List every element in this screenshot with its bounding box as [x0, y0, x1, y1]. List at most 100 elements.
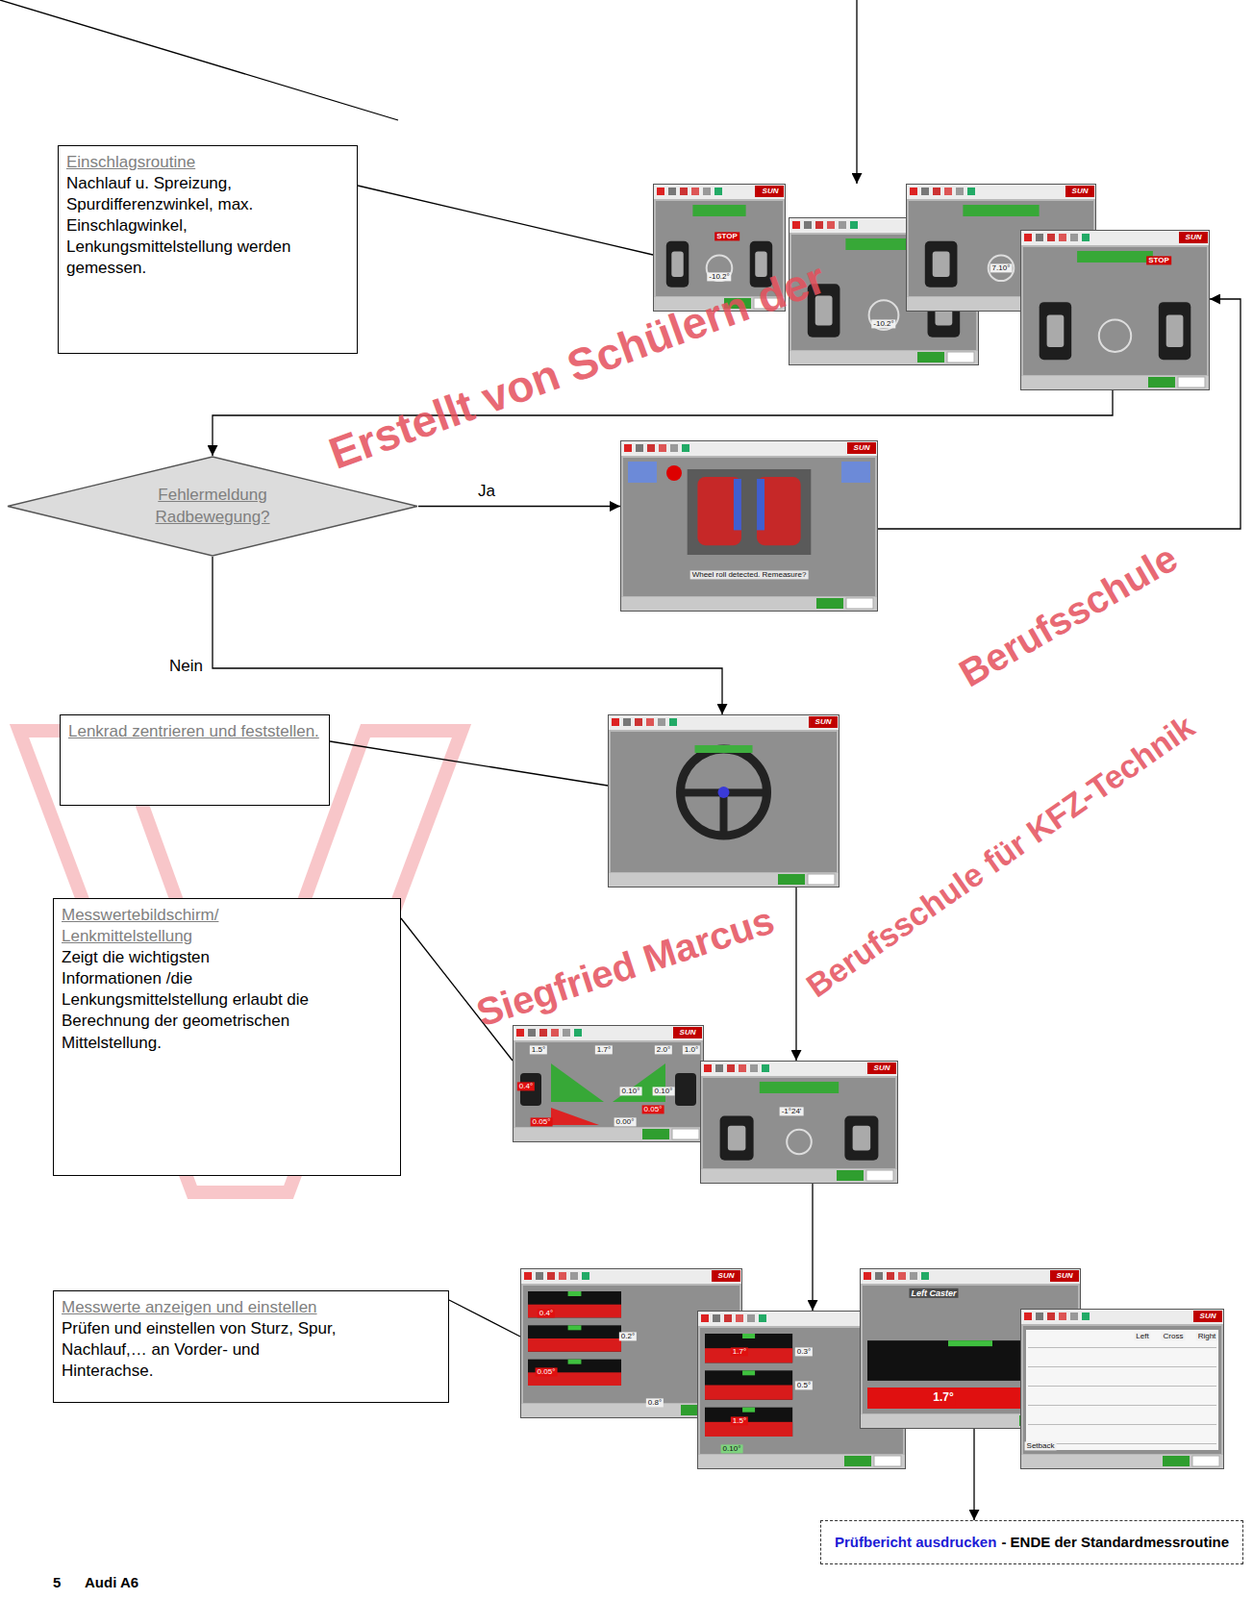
- screen-part: [679, 187, 688, 196]
- screen-part: [621, 441, 878, 456]
- screen-part: [610, 731, 837, 873]
- page-footer: 5: [52, 1574, 61, 1591]
- screen-part: [623, 718, 631, 727]
- screen-part: [621, 597, 878, 611]
- screen-value: STOP: [1146, 255, 1172, 265]
- screen-part: [704, 1422, 793, 1437]
- callout-box: Lenkrad zentrieren und feststellen.: [59, 714, 330, 806]
- screenshot-group: SUN: [607, 714, 840, 888]
- screen-part: [724, 1314, 732, 1323]
- screen-part: [759, 1081, 839, 1094]
- screen-value: 0.8°: [646, 1398, 664, 1407]
- leader-line: [329, 741, 608, 786]
- logo-text: SUN: [716, 1271, 737, 1280]
- screen-part: [962, 204, 1039, 217]
- flow-arrow: [795, 887, 797, 1061]
- screen-part: [844, 1455, 872, 1467]
- screen-part: [704, 1333, 793, 1363]
- screen-part: [1023, 1326, 1222, 1454]
- screen-shot: [1021, 1309, 1225, 1470]
- end-text: - ENDE der Standardmessroutine: [1001, 1532, 1229, 1553]
- screen-part: [1021, 375, 1209, 390]
- screen-part: [527, 1304, 622, 1319]
- screen-part: [670, 444, 678, 452]
- screen-part: [539, 1028, 548, 1037]
- screen-part: [551, 1107, 600, 1126]
- screen-part: [634, 718, 643, 727]
- screen-part: [701, 1061, 899, 1184]
- screen-part: [608, 873, 839, 887]
- screen-part: [1077, 250, 1153, 263]
- screen-value: 1.7°: [730, 1347, 749, 1356]
- screen-part: [852, 1126, 872, 1152]
- screen-part: [568, 1325, 582, 1330]
- leader-line: [357, 185, 653, 255]
- logo-text: SUN: [852, 443, 873, 452]
- screen-part: [608, 715, 840, 888]
- screen-value: 0.2°: [619, 1331, 637, 1341]
- screen-part: [1026, 1329, 1219, 1451]
- screen-part: [847, 442, 877, 454]
- screen-part: [521, 1269, 742, 1284]
- screen-part: [715, 1064, 724, 1073]
- screen-value: 7.10°: [990, 263, 1013, 273]
- watermark-text: Berufsschule: [951, 536, 1183, 696]
- screen-part: [909, 1272, 918, 1280]
- screen-part: [742, 1370, 755, 1376]
- screen-part: [513, 1127, 703, 1142]
- screen-part: [702, 1077, 896, 1169]
- screen-part: [568, 1359, 582, 1365]
- screen-part: [698, 1454, 905, 1469]
- callout-text: Prüfen und einstellen von Sturz, Spur, N…: [61, 1318, 352, 1382]
- callout-box: Messwertebildschirm/ LenkmittelstellungZ…: [52, 898, 401, 1177]
- screen-part: [921, 187, 929, 196]
- logo-text: SUN: [813, 717, 834, 727]
- screen-part: [711, 1270, 741, 1282]
- screen-value: 0.10°: [652, 1086, 676, 1096]
- end-box: Prüfbericht ausdrucken- ENDE der Standar…: [820, 1520, 1244, 1565]
- screen-part: [671, 250, 683, 277]
- screen-part: [692, 204, 746, 217]
- screen-part: [704, 1370, 793, 1400]
- callout-heading: Messwertebildschirm/ Lenkmittelstellung: [61, 904, 314, 948]
- screen-part: [948, 1340, 993, 1347]
- screen-value: -10.2°: [706, 272, 731, 281]
- screen-part: [758, 1314, 767, 1323]
- page-footer: Audi A6: [84, 1574, 139, 1591]
- screen-part: [1081, 1312, 1090, 1321]
- screen-part: [673, 1027, 702, 1039]
- screen-part: [720, 792, 728, 836]
- screen-part: [1021, 1309, 1225, 1470]
- screen-part: [844, 1116, 878, 1161]
- screen-part: [1027, 1385, 1217, 1387]
- screen-value: 0.05°: [530, 1117, 553, 1127]
- screen-part: [1081, 233, 1090, 242]
- screen-part: [527, 1338, 622, 1353]
- watermark-text: Siegfried Marcus: [471, 898, 779, 1034]
- screen-part: [1035, 1312, 1044, 1321]
- screenshot-drawing: [620, 440, 878, 612]
- screen-value: 0.10°: [620, 1086, 643, 1096]
- screen-part: [988, 254, 1015, 281]
- screen-value: 0.10°: [721, 1444, 744, 1454]
- screen-part: [866, 1170, 894, 1181]
- screen-part: [535, 1272, 544, 1280]
- screen-part: [735, 1314, 744, 1323]
- screen-part: [1035, 233, 1044, 242]
- screen-value: Setback: [1025, 1441, 1057, 1451]
- screen-part: [675, 1073, 697, 1106]
- screen-part: [909, 187, 918, 196]
- screen-value: 0.4°: [537, 1308, 555, 1318]
- screen-part: [1024, 233, 1032, 242]
- screen-part: [527, 1359, 622, 1386]
- screen-part: [932, 250, 951, 277]
- screen-value: -1°24': [779, 1106, 804, 1116]
- screen-value: 1.5°: [730, 1416, 749, 1426]
- screen-part: [646, 718, 654, 727]
- screen-part: [733, 478, 742, 530]
- screen-value: Left: [1133, 1331, 1151, 1341]
- screen-part: [1148, 376, 1176, 388]
- screen-part: [704, 1348, 793, 1363]
- screen-part: [691, 187, 700, 196]
